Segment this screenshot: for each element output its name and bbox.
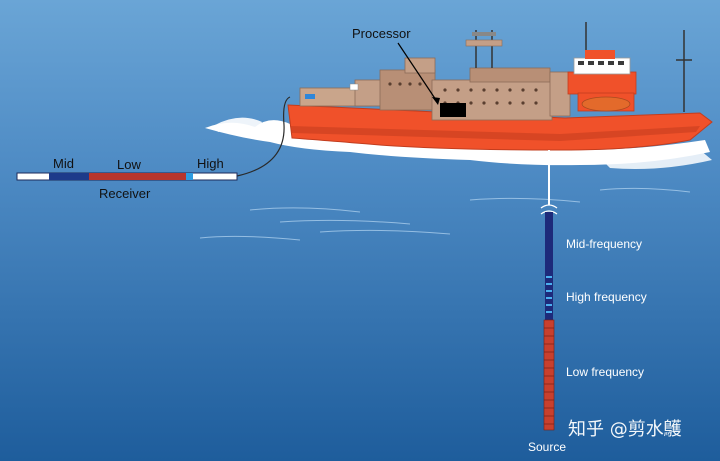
water-surface-lines — [199, 187, 691, 241]
source-array — [543, 212, 555, 431]
receiver-mid-label: Mid — [53, 156, 74, 171]
mast-platform — [465, 39, 503, 47]
mid-frequency-label: Mid-frequency — [566, 237, 643, 251]
source-label: Source — [528, 440, 567, 454]
receiver-high-marker — [186, 173, 193, 180]
processor-label: Processor — [352, 26, 411, 41]
receiver-high-label: High — [197, 156, 224, 171]
ship-superstructure — [299, 50, 637, 121]
processor-pointer-head — [432, 97, 440, 105]
receiver-array — [16, 172, 238, 181]
hull-stripe — [290, 126, 700, 141]
source-mid-section — [545, 212, 553, 272]
low-frequency-label: Low frequency — [566, 365, 645, 379]
receiver-low-section — [89, 173, 186, 180]
tow-cable — [236, 96, 291, 177]
receiver-low-label: Low — [117, 157, 141, 172]
aft-crane — [349, 83, 359, 91]
radar-antenna — [472, 32, 496, 36]
source-low-rings — [544, 327, 554, 425]
processor-pointer — [397, 42, 439, 104]
ship-hull — [287, 104, 713, 151]
source-high-section — [545, 272, 553, 320]
receiver-mid-section — [49, 173, 89, 180]
receiver-label: Receiver — [99, 186, 151, 201]
source-low-section — [543, 319, 555, 431]
watermark: 知乎 @剪水鸌 — [568, 419, 682, 440]
processor-box — [440, 103, 466, 117]
high-frequency-label: High frequency — [566, 290, 647, 304]
cable-break — [540, 204, 558, 215]
aft-marker — [305, 94, 315, 99]
